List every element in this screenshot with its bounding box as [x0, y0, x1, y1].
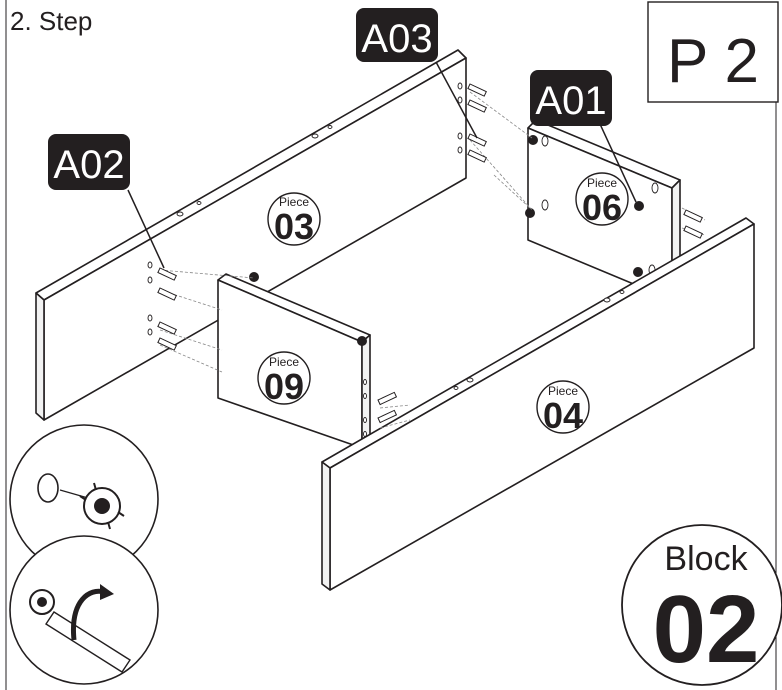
- fitting-badge-a02: A02: [48, 134, 165, 269]
- piece-number: 09: [264, 366, 304, 407]
- fitting-badge-a01: A01: [530, 70, 637, 203]
- piece-number: 03: [274, 206, 314, 247]
- fitting-badge-a03: A03: [356, 8, 478, 139]
- page-label-box: P 2: [647, 1, 779, 103]
- piece-label-06: Piece 06: [575, 172, 629, 228]
- block-word: Block: [664, 540, 748, 578]
- page-label: P 2: [667, 27, 759, 96]
- step-title: 2. Step: [10, 6, 92, 36]
- piece-caption: Piece: [548, 384, 578, 398]
- block-marker: Block 02: [621, 524, 782, 686]
- cam-lock-tighten-screwdriver-icon: [9, 535, 159, 685]
- fittings-hardware: [157, 83, 703, 424]
- piece-caption: Piece: [269, 355, 299, 369]
- fitting-code-a01: A01: [535, 79, 606, 123]
- piece-caption: Piece: [279, 195, 309, 209]
- fitting-code-a02: A02: [53, 143, 124, 187]
- piece-number: 06: [582, 187, 622, 228]
- fitting-code-a03: A03: [361, 17, 432, 61]
- block-number: 02: [653, 576, 760, 683]
- piece-label-03: Piece 03: [267, 192, 321, 247]
- piece-03-panel: [35, 49, 467, 421]
- piece-number: 04: [543, 395, 583, 436]
- piece-label-09: Piece 09: [257, 351, 311, 407]
- piece-label-04: Piece 04: [536, 380, 590, 436]
- cam-lock-insert-icon: [9, 424, 159, 574]
- piece-caption: Piece: [587, 176, 617, 190]
